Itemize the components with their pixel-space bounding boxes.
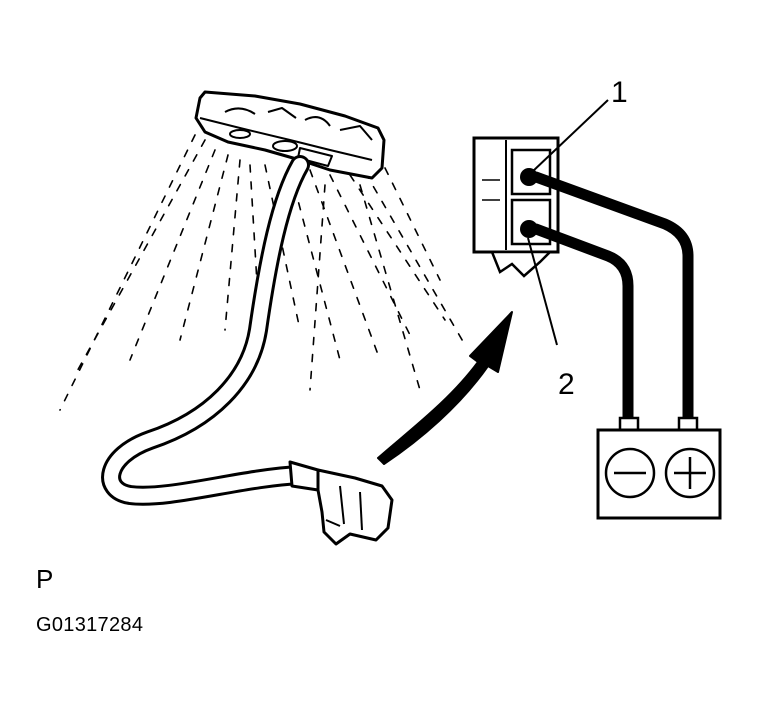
battery-leads xyxy=(530,171,694,426)
harness-connector xyxy=(288,460,394,546)
figure-id: G01317284 xyxy=(36,614,144,636)
callout-label-2: 2 xyxy=(558,368,575,401)
spray-lines xyxy=(59,134,466,411)
battery xyxy=(596,416,722,520)
view-letter: P xyxy=(36,564,54,594)
connection-arrow xyxy=(377,311,513,465)
callout-leaders xyxy=(527,99,609,346)
sensor-body xyxy=(194,90,386,180)
callout-label-1: 1 xyxy=(611,76,628,109)
plus-icon xyxy=(674,457,706,489)
harness-cable xyxy=(101,155,310,506)
